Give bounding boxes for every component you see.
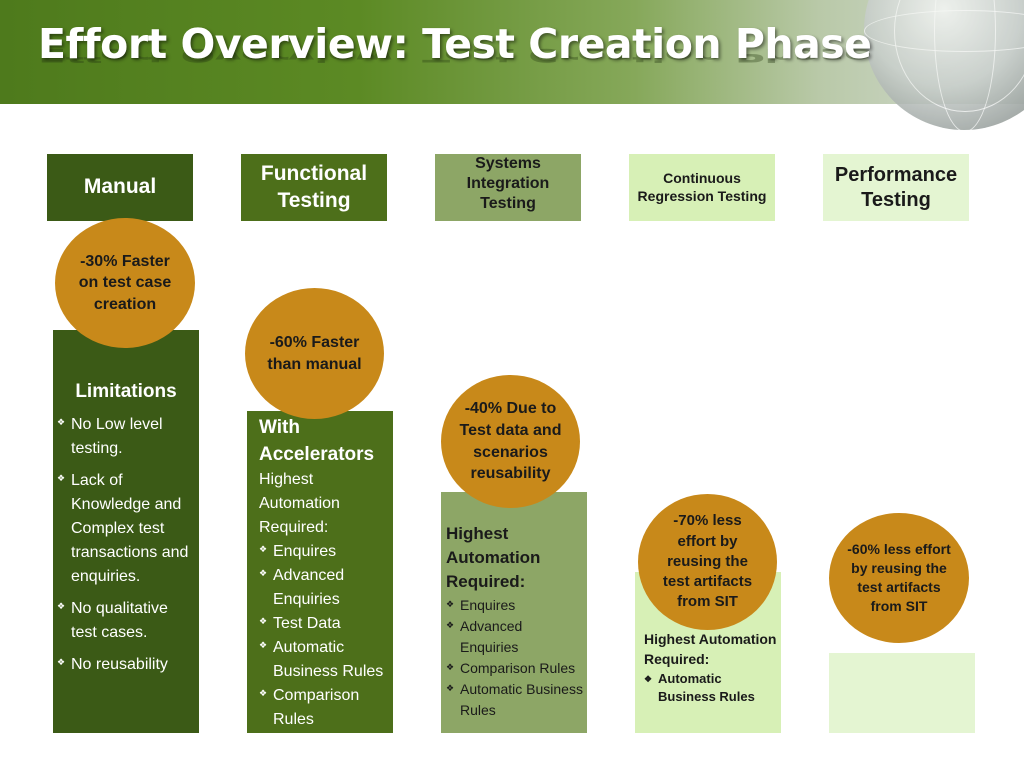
circle-sit-savings: -40% Due to Test data and scenarios reus… <box>441 375 580 508</box>
list-item: No reusability <box>57 653 195 677</box>
list-item: Automatic Business Rules <box>259 636 389 684</box>
circle-regression-savings: -70% less effort by reusing the test art… <box>638 494 777 630</box>
automation-required-label: Highest Automation Required: <box>259 471 340 537</box>
functional-accelerators-box: With Accelerators Highest Automation Req… <box>247 411 393 733</box>
list-item: Test Data <box>259 612 389 636</box>
list-item: Lack of Knowledge and Complex test trans… <box>57 469 195 589</box>
performance-box <box>829 653 975 733</box>
list-item: Automatic Business Rules <box>644 670 777 708</box>
sit-automation-list: Enquires Advanced Enquiries Comparison R… <box>446 595 583 721</box>
sit-automation-heading: Highest Automation Required: <box>446 524 541 591</box>
accelerators-heading: With Accelerators <box>259 417 375 465</box>
limitations-list: No Low level testing. Lack of Knowledge … <box>57 413 195 677</box>
regression-automation-heading: Highest Automation Required: <box>644 631 777 668</box>
page-title: Effort Overview: Test Creation Phase <box>38 20 872 68</box>
header-systems-integration-testing: Systems Integration Testing <box>435 154 581 221</box>
circle-performance-savings: -60% less effort by reusing the test art… <box>829 513 969 643</box>
regression-automation-list: Automatic Business Rules <box>644 670 777 708</box>
header-functional-testing: Functional Testing <box>241 154 387 221</box>
list-item: Advanced Enquiries <box>446 616 583 658</box>
list-item: No Low level testing. <box>57 413 195 461</box>
globe-decoration <box>864 0 1024 132</box>
header-manual: Manual <box>47 154 193 221</box>
list-item: No qualitative test cases. <box>57 597 195 645</box>
list-item: Automatic Business Rules <box>446 679 583 721</box>
list-item: Advanced Enquiries <box>259 564 389 612</box>
circle-manual-savings: -30% Faster on test case creation <box>55 218 195 348</box>
list-item: Comparison Rules <box>259 684 389 732</box>
list-item: Enquires <box>259 540 389 564</box>
circle-functional-savings: -60% Faster than manual <box>245 288 384 419</box>
limitations-heading: Limitations <box>75 381 177 402</box>
title-banner: Effort Overview: Test Creation Phase Eff… <box>0 0 1024 132</box>
header-performance-testing: Performance Testing <box>823 154 969 221</box>
list-item: Comparison Rules <box>446 658 583 679</box>
manual-limitations-box: Limitations No Low level testing. Lack o… <box>53 330 199 733</box>
accelerators-list: Enquires Advanced Enquiries Test Data Au… <box>259 540 389 732</box>
list-item: Enquires <box>446 595 583 616</box>
header-continuous-regression-testing: Continuous Regression Testing <box>629 154 775 221</box>
sit-automation-box: Highest Automation Required: Enquires Ad… <box>441 492 587 733</box>
